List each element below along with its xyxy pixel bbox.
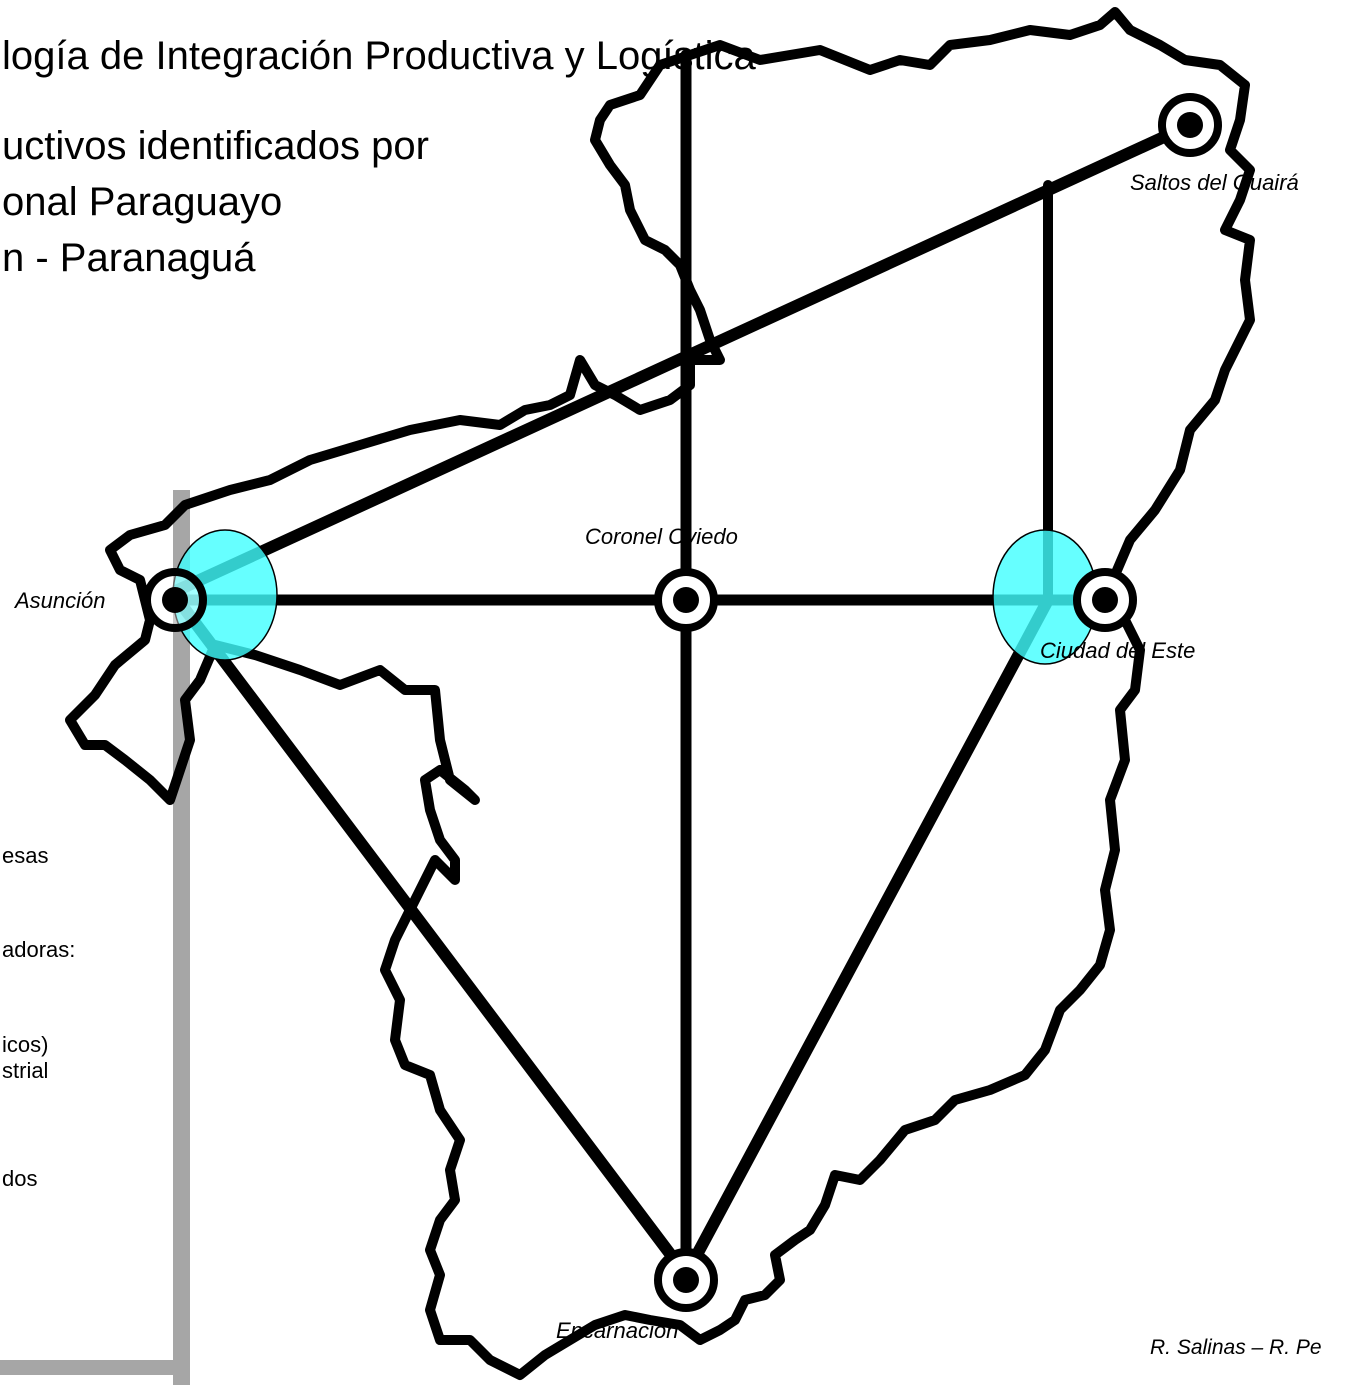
city-label-asuncion: Asunción <box>15 588 106 613</box>
route-encarnacion-ciudad-del-este <box>680 594 1054 1281</box>
title-line-3: onal Paraguayo <box>2 180 283 224</box>
city-label-encarnacion: Encarnación <box>556 1318 679 1343</box>
legend-fragment-5: dos <box>2 1166 38 1191</box>
author-credit: R. Salinas – R. Pe <box>1150 1336 1322 1359</box>
city-label-coronel-oviedo: Coronel Oviedo <box>585 524 738 549</box>
title-line-1: logía de Integración Productiva y Logíst… <box>2 34 756 78</box>
route-network <box>172 49 1196 1281</box>
legend-fragment-3: icos) <box>2 1032 49 1057</box>
city-marker-asuncion <box>143 568 207 632</box>
legend-fragment-4: strial <box>2 1058 49 1083</box>
route-asuncion-encarnacion <box>172 594 692 1281</box>
city-label-ciudad-del-este: Ciudad del Este <box>1040 638 1196 663</box>
legend-fragment-1: esas <box>2 843 49 868</box>
title-line-4: n - Paranaguá <box>2 236 256 280</box>
legend-panel-shadow-bottom <box>0 1360 190 1375</box>
title-line-2: uctivos identificados por <box>2 124 429 168</box>
city-marker-encarnacion <box>654 1248 718 1312</box>
region-outline <box>65 7 1255 1380</box>
city-marker-saltos-del-guaira <box>1158 93 1222 157</box>
city-marker-coronel-oviedo <box>654 568 718 632</box>
legend-fragment-2: adoras: <box>2 937 76 962</box>
city-marker-ciudad-del-este <box>1073 568 1137 632</box>
city-label-saltos-del-guaira: Saltos del Guairá <box>1130 170 1299 195</box>
